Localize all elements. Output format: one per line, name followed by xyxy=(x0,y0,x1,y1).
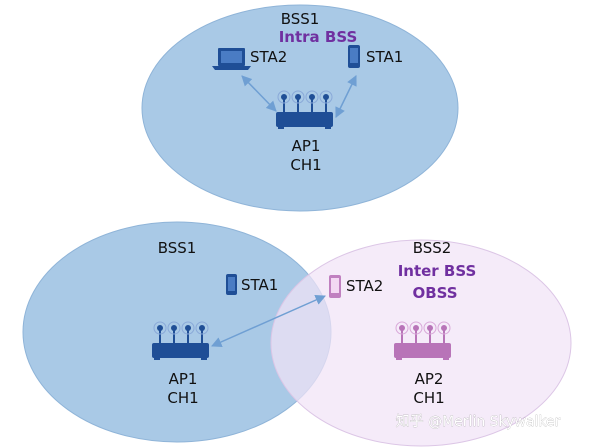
bss1-top-label: BSS1 xyxy=(281,10,320,28)
sta2-top-label: STA2 xyxy=(250,48,287,66)
sta2-bottom-label: STA2 xyxy=(346,277,383,295)
ch1-bottom-ap1-label: CH1 xyxy=(167,389,198,407)
bss1-bottom-label: BSS1 xyxy=(158,239,197,257)
bss2-bottom-label: BSS2 xyxy=(413,239,452,257)
link-arrow-sta2-ap1 xyxy=(241,75,277,112)
ap2-bottom-label: AP2 xyxy=(415,370,444,388)
ch1-bottom-ap2-label: CH1 xyxy=(413,389,444,407)
ap1-bottom-label: AP1 xyxy=(169,370,198,388)
sta1-top-label: STA1 xyxy=(366,48,403,66)
sta1-bottom-label: STA1 xyxy=(241,276,278,294)
watermark: 知乎 @Merlin Skywalker xyxy=(396,413,561,430)
intra-bss-caption: Intra BSS xyxy=(279,28,358,46)
ap1-top-label: AP1 xyxy=(292,137,321,155)
obss-caption: OBSS xyxy=(412,284,457,302)
router-icon xyxy=(394,321,451,360)
link-arrow-ap1-sta2 xyxy=(211,295,326,347)
phone-icon xyxy=(226,274,237,295)
router-icon xyxy=(152,321,209,360)
router-icon xyxy=(276,90,333,129)
laptop-icon xyxy=(212,48,251,70)
link-arrow-sta1-ap1 xyxy=(335,75,357,118)
phone-icon xyxy=(348,45,360,68)
ch1-top-label: CH1 xyxy=(290,156,321,174)
inter-bss-caption: Inter BSS xyxy=(398,262,477,280)
phone-icon xyxy=(329,275,341,298)
